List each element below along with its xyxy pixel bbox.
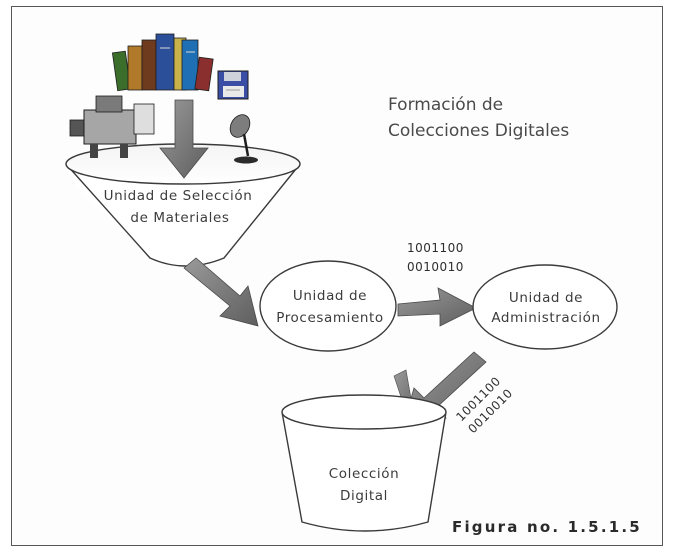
figure-caption: Figura no. 1.5.1.5 bbox=[452, 518, 642, 536]
arrow-funnel-to-processing bbox=[183, 257, 259, 327]
processing-label-line1: Unidad de bbox=[293, 288, 367, 304]
binary-top-line1: 1001100 bbox=[407, 241, 464, 255]
admin-label-line2: Administración bbox=[491, 310, 600, 326]
processing-unit: Unidad de Procesamiento bbox=[259, 260, 397, 352]
funnel-label-line1: Unidad de Selección bbox=[104, 188, 253, 204]
administration-unit: Unidad de Administración bbox=[472, 264, 618, 350]
diagram-title-line2: Colecciones Digitales bbox=[388, 121, 569, 141]
floppy-disk-icon bbox=[217, 70, 249, 100]
diagram-title-line1: Formación de bbox=[388, 95, 503, 115]
collection-label-line2: Digital bbox=[340, 488, 388, 504]
processing-label-line2: Procesamiento bbox=[276, 310, 384, 326]
books-icon bbox=[111, 33, 214, 92]
selection-funnel: Unidad de Selección de Materiales bbox=[65, 143, 301, 267]
binary-top-line2: 0010010 bbox=[407, 260, 464, 274]
video-camera-icon bbox=[69, 95, 155, 158]
microphone-icon bbox=[229, 114, 258, 164]
collection-label-line1: Colección bbox=[329, 466, 400, 482]
funnel-label-line2: de Materiales bbox=[130, 210, 229, 226]
digital-collection: Colección Digital bbox=[281, 394, 447, 532]
admin-label-line1: Unidad de bbox=[509, 290, 583, 306]
arrow-into-funnel bbox=[159, 99, 209, 179]
arrow-processing-to-admin bbox=[397, 287, 477, 327]
